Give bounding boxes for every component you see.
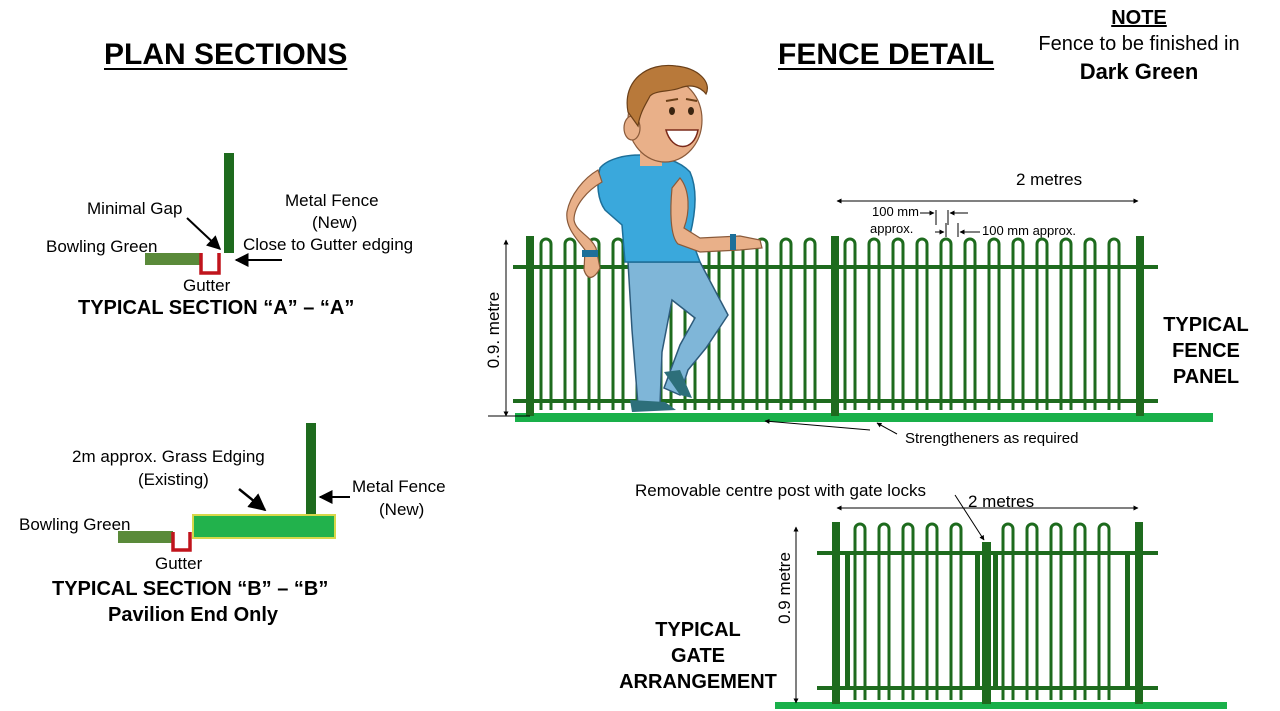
fence-picket bbox=[1097, 522, 1111, 700]
plan-sections-heading: PLAN SECTIONS bbox=[104, 38, 348, 71]
section-b-metal-fence-label: Metal Fence bbox=[352, 477, 446, 496]
gate-base-rail bbox=[775, 702, 1227, 709]
strengtheners-label: Strengtheners as required bbox=[905, 430, 1079, 447]
fence-picket bbox=[987, 237, 1001, 410]
note-line2: Dark Green bbox=[1079, 59, 1199, 84]
fence-picket bbox=[853, 522, 867, 700]
fence-picket bbox=[755, 237, 769, 410]
gate-width-label: 2 metres bbox=[968, 492, 1035, 511]
gate-post-right bbox=[1135, 522, 1143, 704]
fence-picket bbox=[779, 237, 793, 410]
note-block: NOTE Fence to be finished in Dark Green bbox=[1025, 7, 1253, 85]
typical-gate-title: TYPICAL GATE ARRANGEMENT bbox=[612, 617, 784, 695]
bar-spacing-label-a: 100 mm bbox=[872, 204, 919, 219]
fence-picket bbox=[891, 237, 905, 410]
gate-title-line3: ARRANGEMENT bbox=[619, 671, 777, 693]
fence-picket bbox=[877, 522, 891, 700]
fence-panel-title-line3: PANEL bbox=[1172, 366, 1240, 388]
fence-panel-title-line2: FENCE bbox=[1172, 340, 1240, 362]
gate-title-line1: TYPICAL bbox=[655, 619, 741, 641]
fence-picket bbox=[1011, 237, 1025, 410]
note-line1: Fence to be finished in bbox=[1038, 33, 1240, 55]
fence-detail-heading: FENCE DETAIL bbox=[778, 38, 995, 71]
section-b-grass-edging-existing-label: (Existing) bbox=[138, 470, 209, 489]
gate-centre-post bbox=[982, 542, 991, 704]
section-b-metal-fence-new-label: (New) bbox=[379, 500, 425, 519]
section-b-grass-edging-label: 2m approx. Grass Edging bbox=[72, 447, 265, 466]
section-b-gutter-label: Gutter bbox=[155, 554, 203, 573]
fence-top-rail bbox=[513, 265, 1158, 269]
section-b-grass-edging bbox=[192, 514, 336, 539]
gate-bars bbox=[853, 522, 1111, 700]
fence-picket bbox=[803, 237, 817, 410]
section-a-bowling-green bbox=[145, 253, 200, 265]
section-a-minimal-gap-label: Minimal Gap bbox=[87, 199, 183, 218]
section-b-caption-sub: Pavilion End Only bbox=[108, 604, 279, 626]
section-a-drawing bbox=[145, 153, 282, 275]
section-b-edging-arrow bbox=[238, 488, 267, 512]
bar-spacing-label-a2: approx. bbox=[870, 221, 914, 236]
fence-picket bbox=[1001, 522, 1015, 700]
section-a-metal-fence-new-label: (New) bbox=[312, 213, 358, 232]
person-illustration bbox=[566, 64, 763, 412]
fence-bottom-rail bbox=[513, 399, 1158, 403]
fence-picket bbox=[563, 237, 577, 410]
section-b-bowling-green-label: Bowling Green bbox=[19, 515, 131, 534]
fence-picket bbox=[1059, 237, 1073, 410]
gate-bottom-rail bbox=[817, 686, 1158, 690]
fence-picket bbox=[1073, 522, 1087, 700]
gate-centre-post-label: Removable centre post with gate locks bbox=[635, 481, 927, 500]
fence-post-left bbox=[526, 236, 534, 416]
fence-picket bbox=[611, 237, 625, 410]
fence-picket bbox=[1107, 237, 1121, 410]
section-a-fence-post bbox=[224, 153, 234, 253]
fence-panel-drawing bbox=[488, 198, 1213, 435]
gate-title-line2: GATE bbox=[670, 645, 726, 667]
fence-picket bbox=[925, 522, 939, 700]
fence-picket bbox=[1083, 237, 1097, 410]
fence-picket bbox=[949, 522, 963, 700]
section-b-bowling-green bbox=[118, 531, 173, 543]
section-b-drawing bbox=[118, 423, 350, 552]
section-a-metal-fence-label: Metal Fence bbox=[285, 191, 379, 210]
section-a-close-to-gutter-label: Close to Gutter edging bbox=[243, 235, 414, 254]
section-a-caption: TYPICAL SECTION “A” – “A” bbox=[78, 297, 355, 319]
section-a-gutter-label: Gutter bbox=[183, 276, 231, 295]
fence-picket bbox=[1025, 522, 1039, 700]
fence-picket bbox=[539, 237, 553, 410]
fence-picket bbox=[939, 237, 953, 410]
section-b-gutter bbox=[171, 532, 192, 552]
fence-base-rail bbox=[515, 413, 1213, 422]
fence-picket bbox=[1035, 237, 1049, 410]
fence-picket bbox=[901, 522, 915, 700]
section-a-bowling-green-label: Bowling Green bbox=[46, 237, 158, 256]
fence-picket bbox=[915, 237, 929, 410]
fence-post-centre bbox=[831, 236, 839, 416]
panel-width-label: 2 metres bbox=[1016, 170, 1083, 189]
fence-picket bbox=[731, 237, 745, 410]
fence-picket bbox=[1049, 522, 1063, 700]
gate-top-rail bbox=[817, 551, 1158, 555]
section-a-gutter bbox=[199, 253, 221, 275]
fence-picket bbox=[867, 237, 881, 410]
section-b-fence-post bbox=[306, 423, 316, 518]
gate-post-left bbox=[832, 522, 840, 704]
note-title: NOTE bbox=[1111, 7, 1167, 29]
section-a-gap-arrow bbox=[186, 217, 222, 250]
bar-spacing-label-b: 100 mm approx. bbox=[982, 223, 1076, 238]
section-b-caption: TYPICAL SECTION “B” – “B” bbox=[52, 578, 329, 600]
typical-fence-panel-title: TYPICAL FENCE PANEL bbox=[1155, 312, 1257, 390]
fence-picket bbox=[963, 237, 977, 410]
panel-height-label: 0.9. metre bbox=[484, 291, 503, 369]
fence-post-right bbox=[1136, 236, 1144, 416]
fence-panel-title-line1: TYPICAL bbox=[1163, 314, 1249, 336]
fence-picket bbox=[843, 237, 857, 410]
gate-drawing bbox=[775, 494, 1227, 709]
